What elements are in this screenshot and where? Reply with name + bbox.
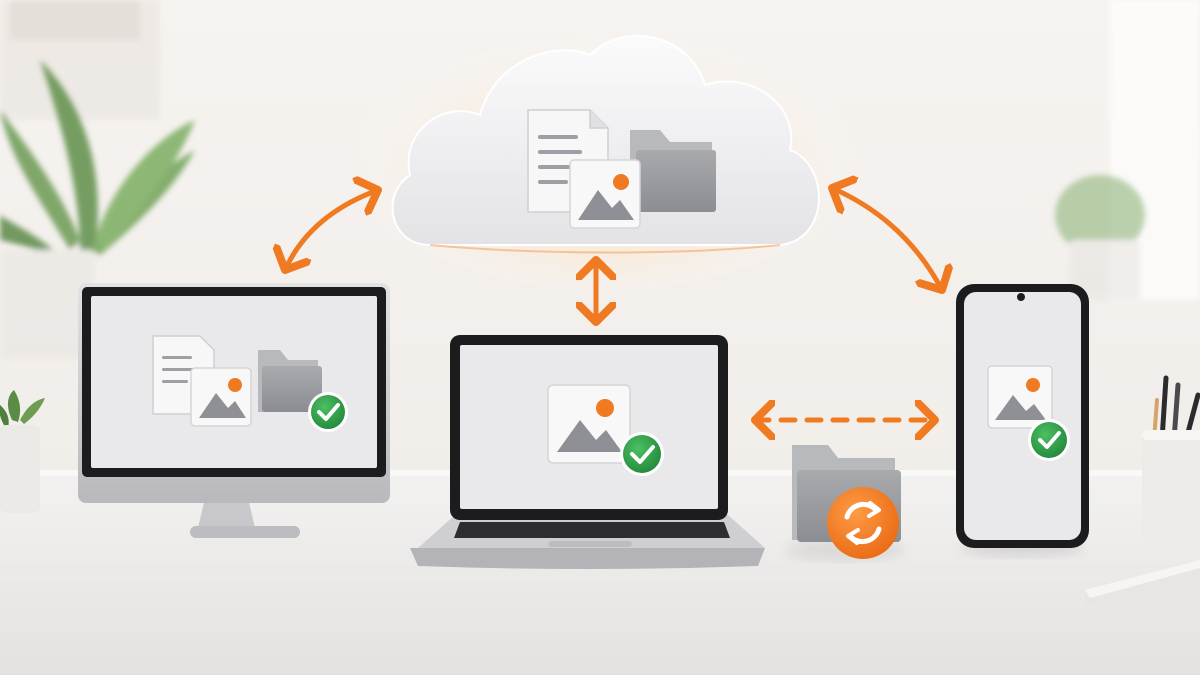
notebook <box>1085 560 1200 615</box>
monitor-folder-icon <box>258 350 322 412</box>
phone-check-icon <box>1028 419 1070 461</box>
monitor-check-icon <box>308 392 348 432</box>
image-icon <box>569 159 641 229</box>
plant-left <box>0 60 195 360</box>
sync-arrows <box>285 188 942 420</box>
sync-icon <box>827 487 899 559</box>
plant-right <box>1055 175 1145 300</box>
background-frame <box>0 0 160 120</box>
laptop <box>410 335 765 569</box>
arrow-cloud-phone <box>832 188 942 290</box>
arrow-cloud-monitor <box>285 190 378 270</box>
laptop-image-icon <box>547 384 631 464</box>
folder-icon <box>630 130 716 212</box>
phone <box>956 284 1089 556</box>
monitor-image-icon <box>190 367 252 427</box>
sync-folder <box>785 445 905 560</box>
succulent-pot <box>0 390 45 513</box>
laptop-check-icon <box>620 432 664 476</box>
pencil-cup <box>1142 375 1200 542</box>
phone-image-icon <box>987 365 1053 429</box>
cloud <box>391 34 820 254</box>
desktop-monitor <box>78 283 390 538</box>
